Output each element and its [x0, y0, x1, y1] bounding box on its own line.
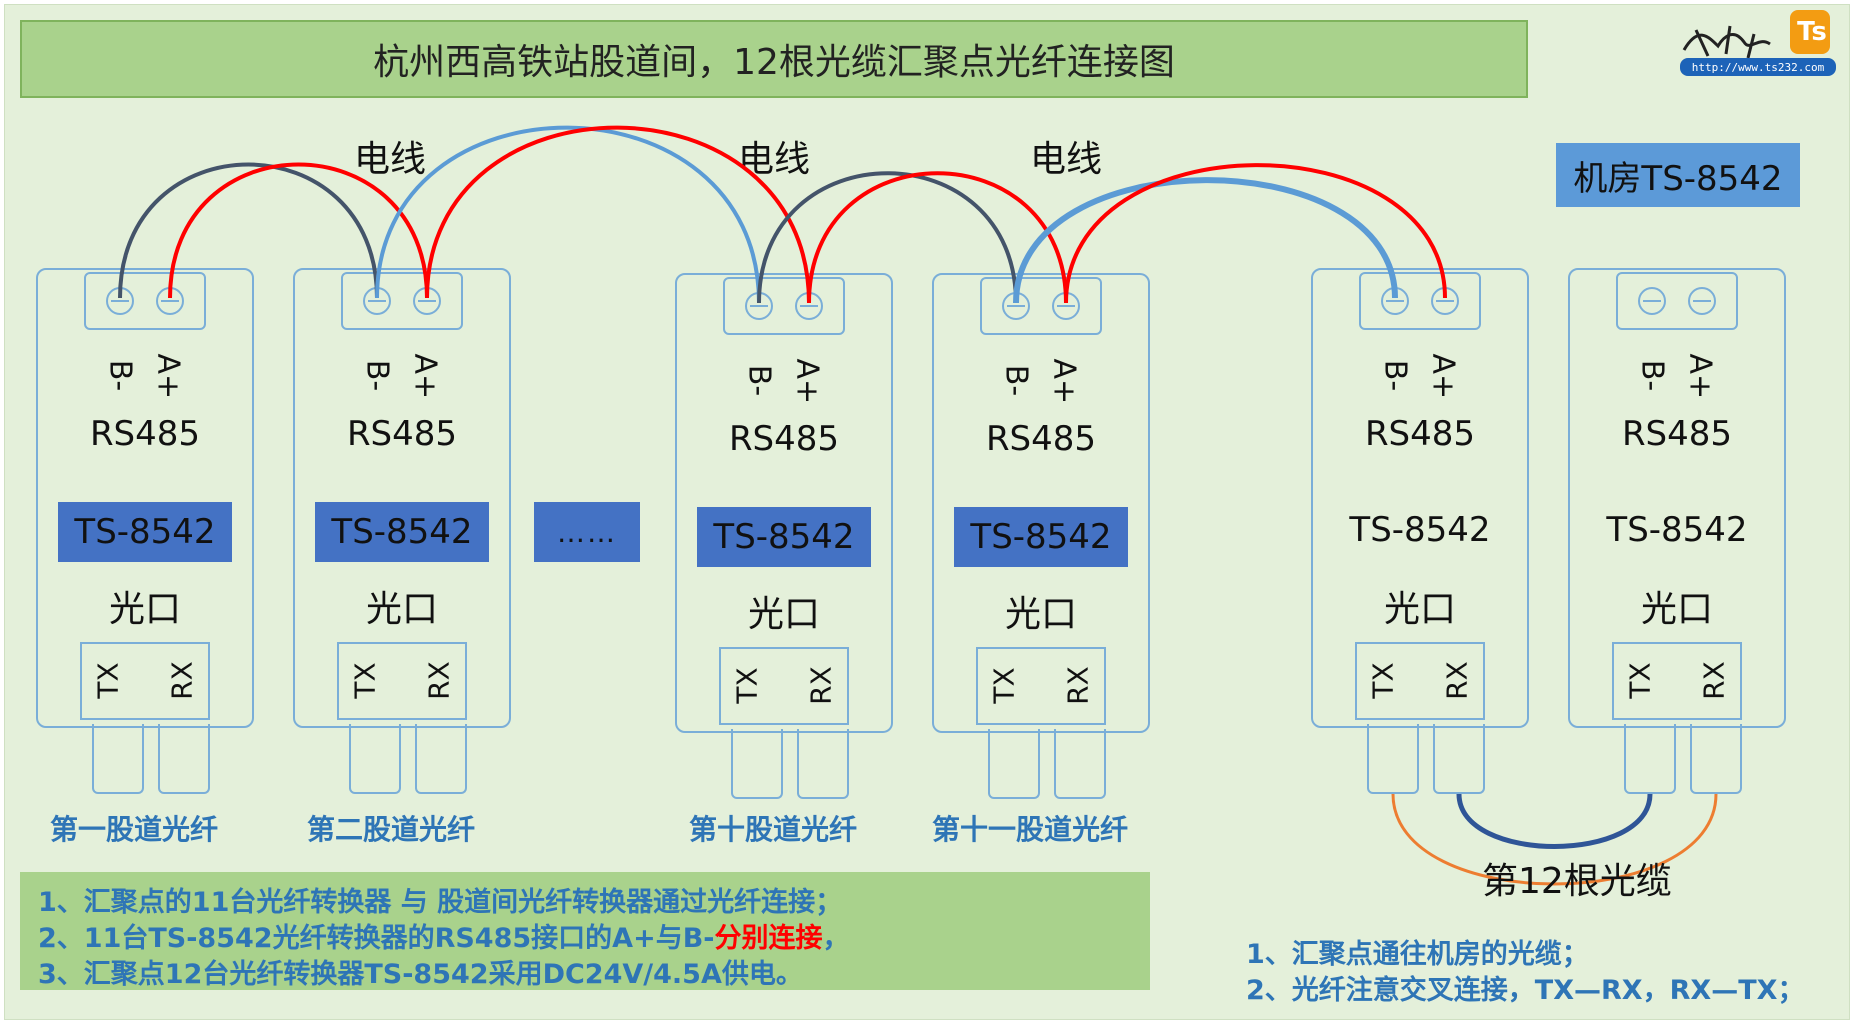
room-device-label: 机房TS-8542	[1556, 143, 1800, 207]
optical-port-label: 光口	[747, 594, 820, 635]
wire-a-3-4	[807, 171, 1068, 304]
optical-port-box	[337, 642, 467, 720]
right-note-2: 2、光纤注意交叉连接，TX—RX，RX—TX；	[1246, 975, 1805, 1006]
rs485-label: RS485	[1364, 414, 1476, 454]
note-line-2-highlight: 分别连接	[714, 923, 823, 954]
optical-port-box	[976, 647, 1106, 725]
note-line-2-pre: 2、11台TS-8542光纤转换器的RS485接口的A+与B-	[38, 923, 715, 954]
note-line-2-post: ，	[822, 923, 850, 954]
optical-port-label: 光口	[1004, 594, 1077, 635]
fiber-cable-outer	[1391, 793, 1718, 886]
right-note-1: 1、汇聚点通往机房的光缆；	[1246, 939, 1589, 970]
screw-b-icon	[1638, 287, 1666, 315]
converter-device-1	[36, 268, 254, 728]
fiber-cable-inner	[1456, 793, 1653, 849]
optical-port-box	[80, 642, 210, 720]
fiber-connector-tx	[1624, 724, 1676, 794]
track-fiber-label: 第十一股道光纤	[932, 813, 1129, 846]
rs485-terminal-block	[84, 272, 206, 330]
model-label: TS-8542	[1606, 510, 1748, 550]
optical-port-label: 光口	[1640, 589, 1713, 630]
screw-a-icon	[1688, 287, 1716, 315]
ellipsis-box: ……	[534, 502, 640, 562]
track-fiber-label: 第十股道光纤	[689, 813, 858, 846]
converter-device-3	[675, 273, 893, 733]
converter-device-2	[293, 268, 511, 728]
rs485-label: RS485	[728, 419, 840, 459]
fiber-connector-rx	[415, 724, 467, 794]
rs485-terminal-block	[723, 277, 845, 335]
fiber-connector-rx	[1433, 724, 1485, 794]
note-line-1: 1、汇聚点的11台光纤转换器 与 股道间光纤转换器通过光纤连接；	[38, 887, 843, 918]
converter-device-5	[1311, 268, 1529, 728]
fiber-connector-rx	[1054, 729, 1106, 799]
fiber-connector-rx	[1690, 724, 1742, 794]
screw-a-icon	[156, 287, 184, 315]
wire-b-2-3	[375, 125, 761, 304]
fiber-connector-tx	[988, 729, 1040, 799]
rs485-terminal-block	[980, 277, 1102, 335]
rs485-terminal-block	[1359, 272, 1481, 330]
screw-b-icon	[1002, 292, 1030, 320]
fiber-connector-tx	[1367, 724, 1419, 794]
cable-label: 第12根光缆	[1482, 861, 1672, 902]
fiber-connector-tx	[92, 724, 144, 794]
wire-label-1: 电线	[354, 139, 427, 180]
wire-a-4-5	[1064, 163, 1447, 304]
rs485-label: RS485	[985, 419, 1097, 459]
track-fiber-label: 第二股道光纤	[307, 813, 476, 846]
track-fiber-label: 第一股道光纤	[50, 813, 219, 846]
note-line-2: 2、11台TS-8542光纤转换器的RS485接口的A+与B-分别连接，	[38, 916, 849, 955]
optical-port-box	[1355, 642, 1485, 720]
fiber-connector-rx	[158, 724, 210, 794]
model-label: TS-8542	[697, 507, 871, 567]
model-label: TS-8542	[315, 502, 489, 562]
wire-a-2-3	[425, 125, 811, 304]
wire-a-1-2	[168, 162, 429, 299]
rs485-label: RS485	[346, 414, 458, 454]
wire-b-3-4	[757, 171, 1018, 304]
optical-port-label: 光口	[108, 589, 181, 630]
converter-device-6	[1568, 268, 1786, 728]
diagram-title: 杭州西高铁站股道间，12根光缆汇聚点光纤连接图	[20, 20, 1528, 98]
model-label: TS-8542	[58, 502, 232, 562]
fiber-connector-tx	[349, 724, 401, 794]
optical-port-label: 光口	[365, 589, 438, 630]
optical-port-box	[1612, 642, 1742, 720]
fiber-connector-rx	[797, 729, 849, 799]
rs485-label: RS485	[1621, 414, 1733, 454]
optical-port-box	[719, 647, 849, 725]
rs485-terminal-block	[1616, 272, 1738, 330]
optical-port-label: 光口	[1383, 589, 1456, 630]
model-label: TS-8542	[1349, 510, 1491, 550]
wire-label-3: 电线	[1030, 139, 1103, 180]
rs485-label: RS485	[89, 414, 201, 454]
model-label: TS-8542	[954, 507, 1128, 567]
note-line-3: 3、汇聚点12台光纤转换器TS-8542采用DC24V/4.5A供电。	[38, 959, 803, 990]
logo-badge: Ts	[1797, 17, 1827, 47]
wire-b-4-5	[1013, 177, 1398, 304]
notes-box	[20, 872, 1150, 990]
logo-url[interactable]: http://www.ts232.com	[1680, 58, 1836, 76]
logo-icon	[1682, 10, 1830, 59]
rs485-terminal-block	[341, 272, 463, 330]
fiber-connector-tx	[731, 729, 783, 799]
wire-b-1-2	[118, 162, 379, 299]
converter-device-4	[932, 273, 1150, 733]
